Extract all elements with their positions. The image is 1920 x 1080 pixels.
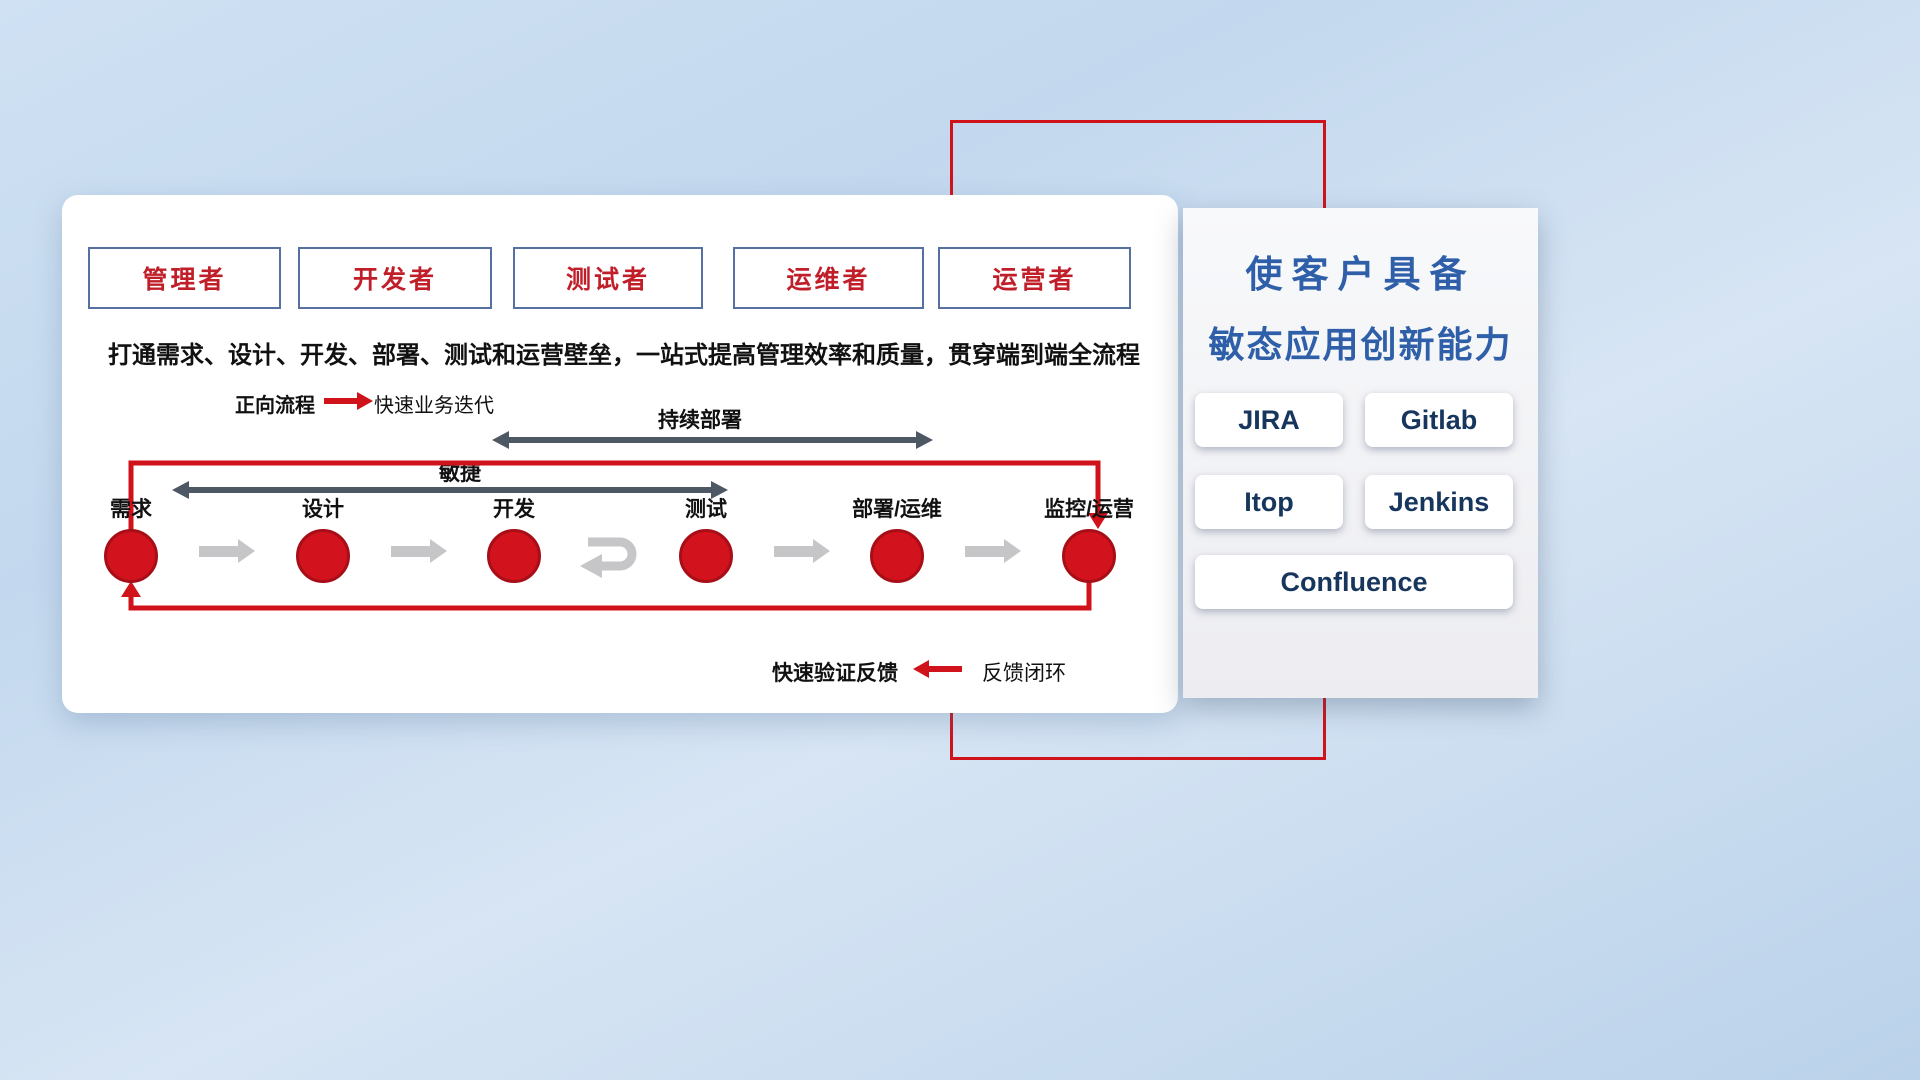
stage-node-design [296,529,350,583]
tool-box-confluence: Confluence [1195,555,1513,609]
stage-label-requirements: 需求 [110,498,152,521]
iterate-return-icon [580,537,637,578]
role-box-developer: 开发者 [298,247,492,309]
feedback-legend-label: 快速验证反馈 [772,662,898,685]
stage-node-testing [679,529,733,583]
continuous-deploy-label: 持续部署 [658,409,742,432]
tool-box-itop: Itop [1195,475,1343,529]
stage-label-development: 开发 [493,498,535,521]
forward-flow-legend-label: 正向流程 [235,395,315,417]
stage-label-monitor-ops: 监控/运营 [1044,498,1134,521]
agile-label: 敏捷 [439,462,481,485]
role-label: 运营者 [992,266,1077,294]
role-label: 运维者 [786,266,871,294]
feedback-arrow-icon [913,660,962,678]
stage-node-requirements [104,529,158,583]
stage-node-monitor-ops [1062,529,1116,583]
role-box-operator: 运营者 [938,247,1131,309]
stage-label-design: 设计 [302,498,344,521]
flow-arrow-icon [965,539,1021,563]
role-box-manager: 管理者 [88,247,281,309]
stage-label-deploy-ops: 部署/运维 [852,498,942,521]
side-panel-title-line1: 使客户具备 [1245,254,1476,295]
role-box-ops: 运维者 [733,247,924,309]
devops-flow-panel: 管理者 开发者 测试者 运维者 运营者 打通需求、设计、开发、部署、测试和运营壁… [62,195,1178,713]
tool-box-jenkins: Jenkins [1365,475,1513,529]
stage-node-deploy-ops [870,529,924,583]
agile-double-arrow-icon [172,481,728,499]
flow-arrow-icon [774,539,830,563]
stage-label-testing: 测试 [685,498,727,521]
flow-arrow-icon [391,539,447,563]
role-box-tester: 测试者 [513,247,703,309]
role-label: 管理者 [142,266,227,294]
capability-side-panel: 使客户具备 敏态应用创新能力 JIRA Gitlab Itop Jenkins … [1183,208,1538,698]
forward-flow-legend-value: 快速业务迭代 [374,395,494,417]
feedback-legend-value: 反馈闭环 [982,662,1066,685]
panel-description: 打通需求、设计、开发、部署、测试和运营壁垒，一站式提高管理效率和质量，贯穿端到端… [108,342,1140,369]
tool-box-jira: JIRA [1195,393,1343,447]
flow-arrow-icon [199,539,255,563]
stage-node-development [487,529,541,583]
role-label: 测试者 [565,266,650,294]
role-label: 开发者 [352,266,437,294]
tool-box-gitlab: Gitlab [1365,393,1513,447]
side-panel-title-line2: 敏态应用创新能力 [1208,324,1513,365]
continuous-deploy-double-arrow-icon [492,431,933,449]
forward-flow-arrow-icon [324,392,373,410]
